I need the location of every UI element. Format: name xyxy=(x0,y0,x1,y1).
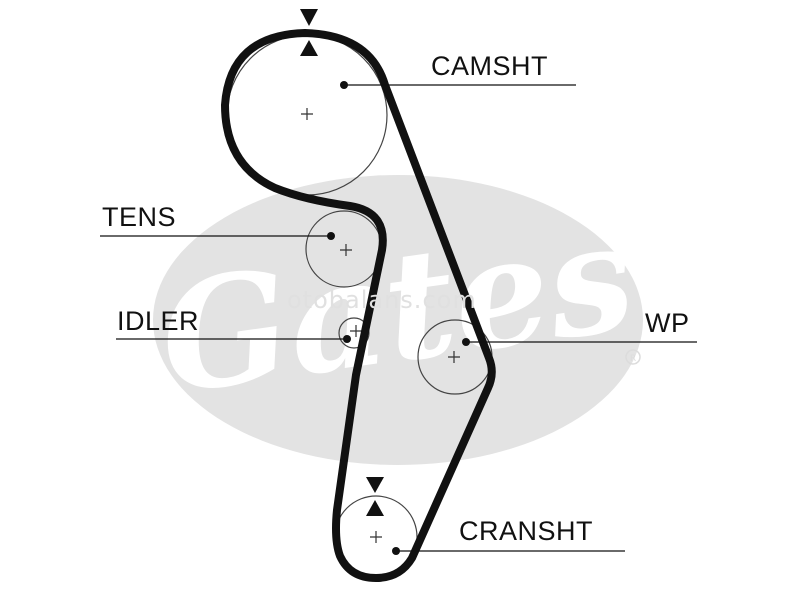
svg-text:R: R xyxy=(630,354,636,364)
water-pump-label: WP xyxy=(645,308,690,338)
leader-dots xyxy=(327,81,470,555)
timing-marks xyxy=(300,9,384,516)
crankshaft-label: CRANSHT xyxy=(459,516,594,546)
gates-watermark-logo: Gates R xyxy=(150,175,644,465)
camshaft-timing-mark-top xyxy=(300,9,318,26)
camshaft-timing-mark-bottom xyxy=(300,40,318,56)
watermark-site-text: otobalans.com xyxy=(287,286,477,314)
tensioner-label: TENS xyxy=(102,202,177,232)
camshaft-label: CAMSHT xyxy=(431,51,548,81)
leader-lines xyxy=(100,84,697,552)
crankshaft-timing-mark-bottom xyxy=(366,500,384,516)
idler-pulley xyxy=(338,317,370,349)
crankshaft-timing-mark-top xyxy=(366,477,384,493)
idler-label: IDLER xyxy=(117,306,200,336)
timing-belt xyxy=(221,29,496,582)
pulley-center-marks xyxy=(301,108,460,543)
